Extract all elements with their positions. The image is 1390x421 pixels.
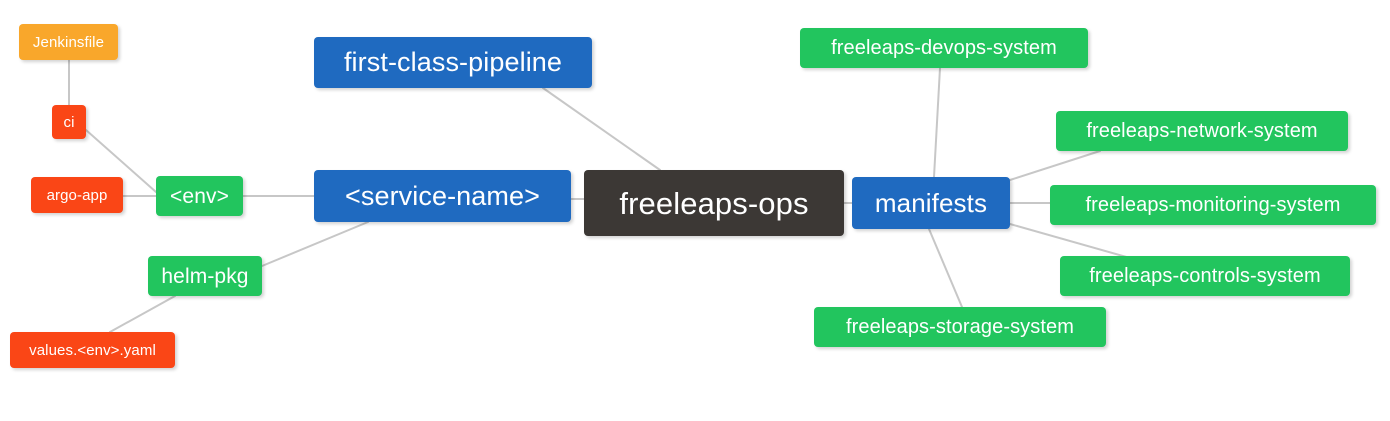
edge-manifests-to-freeleaps-devops-system [933,67,941,178]
node-ci[interactable]: ci [52,105,86,139]
node-service-name[interactable]: <service-name> [314,170,571,222]
node-freeleaps-ops[interactable]: freeleaps-ops [584,170,844,236]
node-env[interactable]: <env> [156,176,243,216]
node-freeleaps-storage-system[interactable]: freeleaps-storage-system [814,307,1106,347]
node-manifests[interactable]: manifests [852,177,1010,229]
node-jenkinsfile[interactable]: Jenkinsfile [19,24,118,60]
edge-helm-pkg-to-values-env-yaml [109,295,176,333]
node-freeleaps-devops-system[interactable]: freeleaps-devops-system [800,28,1088,68]
edge-manifests-to-freeleaps-storage-system [928,228,963,308]
node-freeleaps-monitoring-system[interactable]: freeleaps-monitoring-system [1050,185,1376,225]
node-first-class-pipeline[interactable]: first-class-pipeline [314,37,592,88]
node-freeleaps-controls-system[interactable]: freeleaps-controls-system [1060,256,1350,296]
edge-first-class-pipeline-to-freeleaps-ops [542,87,661,171]
edge-manifests-to-freeleaps-network-system [1009,150,1101,181]
edge-service-name-to-helm-pkg [261,221,369,267]
node-argo-app[interactable]: argo-app [31,177,123,213]
edge-manifests-to-freeleaps-controls-system [1009,223,1131,259]
node-helm-pkg[interactable]: helm-pkg [148,256,262,296]
node-values-env-yaml[interactable]: values.<env>.yaml [10,332,175,368]
node-freeleaps-network-system[interactable]: freeleaps-network-system [1056,111,1348,151]
